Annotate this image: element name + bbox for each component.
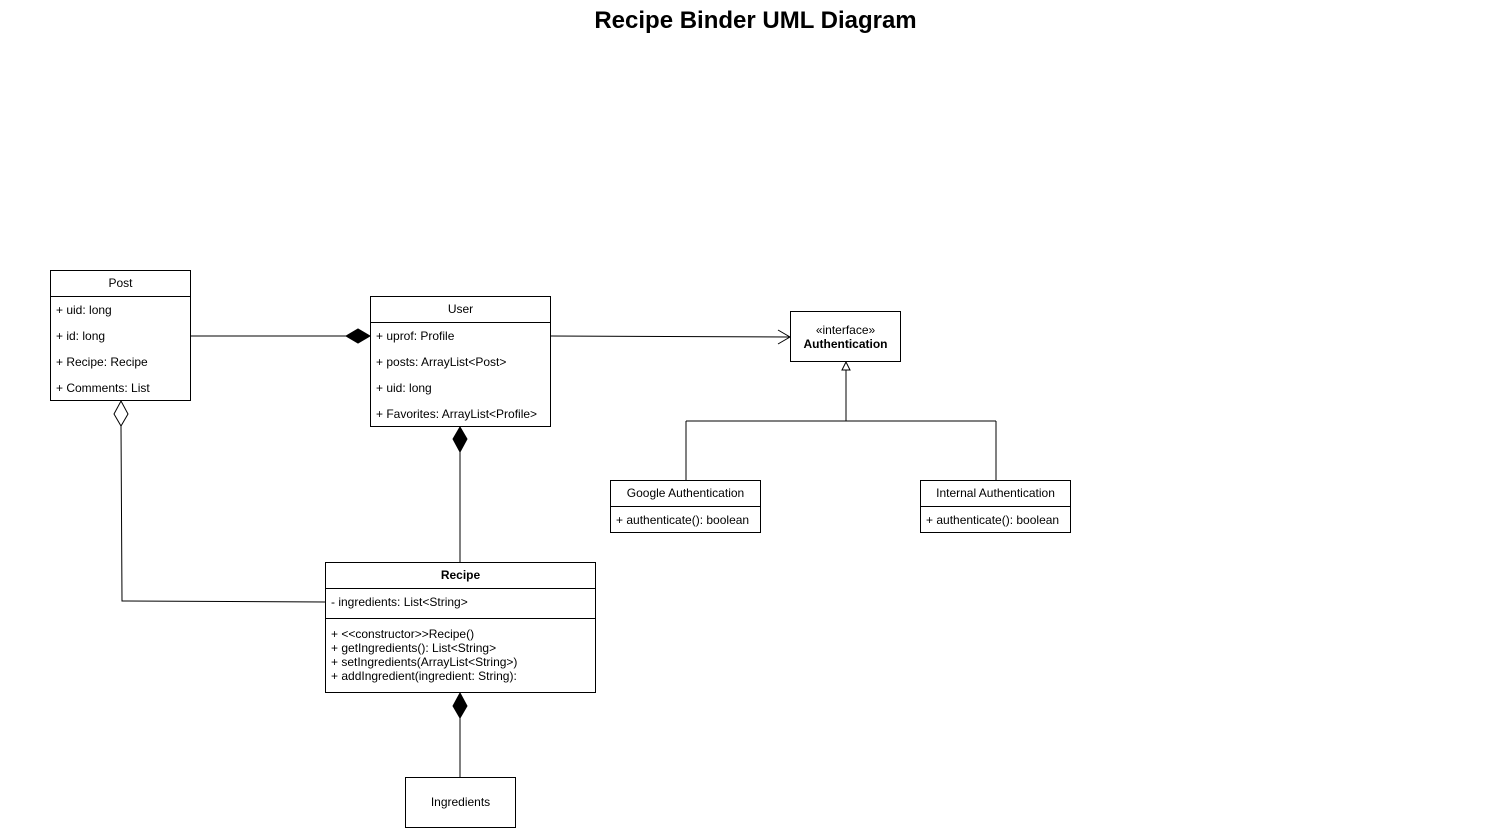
class-name: Internal Authentication (921, 481, 1070, 507)
post-recipe-aggregation (113, 399, 327, 603)
diagram-title: Recipe Binder UML Diagram (594, 7, 917, 34)
class-name: User (371, 297, 550, 323)
class-operation: + addIngredient(ingredient: String): (331, 669, 517, 683)
composition-diamond-icon (452, 426, 468, 454)
class-attribute: + Recipe: Recipe (56, 355, 148, 369)
class-post[interactable]: Post + uid: long + id: long + Recipe: Re… (50, 270, 191, 401)
user-recipe-composition (452, 426, 468, 563)
interface-authentication[interactable]: «interface» Authentication (790, 311, 901, 362)
class-attribute: + uid: long (376, 381, 432, 395)
class-attribute: + uprof: Profile (376, 329, 455, 343)
recipe-ingredients-composition (452, 691, 468, 778)
authentication-realizations (685, 360, 997, 481)
class-operations: + <<constructor>>Recipe() + getIngredien… (326, 619, 595, 683)
class-name: Google Authentication (611, 481, 760, 507)
class-google-authentication[interactable]: Google Authentication + authenticate(): … (610, 480, 761, 533)
class-operation: + getIngredients(): List<String> (331, 641, 497, 655)
class-user[interactable]: User + uprof: Profile + posts: ArrayList… (370, 296, 551, 427)
class-attribute: + uid: long (56, 303, 112, 317)
class-operation: + <<constructor>>Recipe() (331, 627, 475, 641)
class-ingredients[interactable]: Ingredients (405, 777, 516, 828)
class-operation: + setIngredients(ArrayList<String>) (331, 655, 518, 669)
aggregation-diamond-icon (113, 399, 129, 427)
class-attribute: + Comments: List (56, 381, 150, 395)
realization-triangle-icon (841, 360, 851, 371)
class-operation: + authenticate(): boolean (926, 513, 1060, 527)
class-attribute: - ingredients: List<String> (326, 589, 595, 619)
composition-diamond-icon (345, 328, 371, 344)
class-name: Ingredients (430, 795, 491, 809)
interface-stereotype: «interface» (815, 323, 876, 337)
class-attribute: + posts: ArrayList<Post> (376, 355, 507, 369)
class-recipe[interactable]: Recipe - ingredients: List<String> + <<c… (325, 562, 596, 693)
user-authentication-association (549, 329, 791, 345)
post-user-composition (190, 328, 371, 344)
class-internal-authentication[interactable]: Internal Authentication + authenticate()… (920, 480, 1071, 533)
class-attribute: + Favorites: ArrayList<Profile> (376, 407, 538, 421)
class-name: Post (51, 271, 190, 297)
class-name: Recipe (326, 563, 595, 589)
interface-name: Authentication (803, 337, 888, 351)
class-operation: + authenticate(): boolean (616, 513, 750, 527)
composition-diamond-icon (452, 691, 468, 719)
class-attribute: + id: long (56, 329, 106, 343)
